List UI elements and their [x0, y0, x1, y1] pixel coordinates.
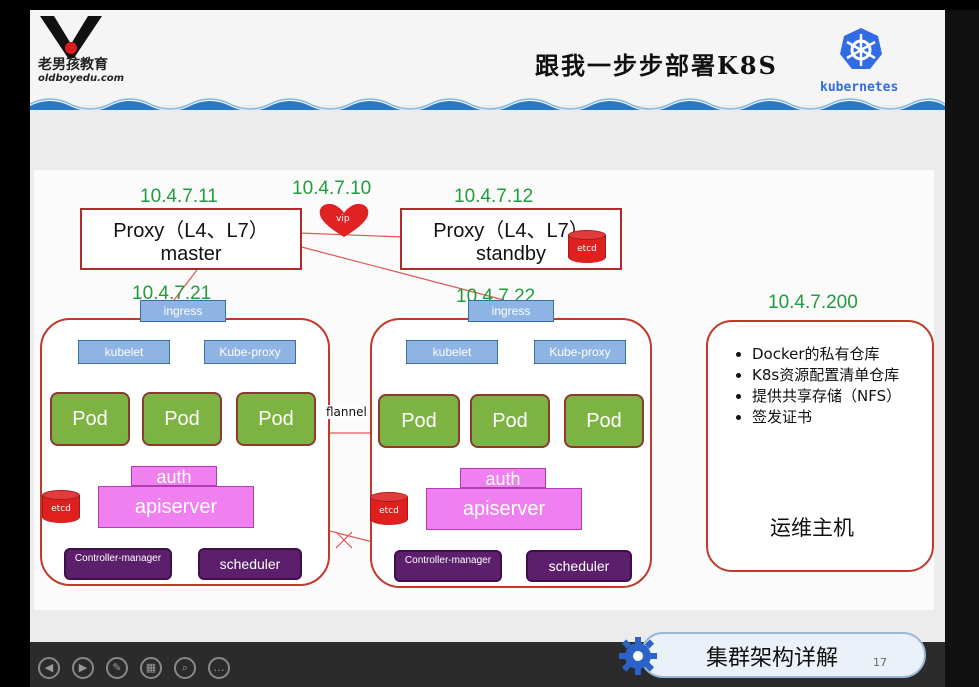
pen-tool-button[interactable]: ✎	[106, 657, 128, 679]
proxy-standby-role: standby	[475, 243, 547, 265]
proxy-standby-title: Proxy（L4、L7）	[433, 220, 589, 242]
node1-pod-3: Pod	[236, 392, 316, 446]
standby-etcd-icon: etcd	[568, 230, 606, 268]
node2-ingress: ingress	[468, 300, 554, 322]
logo-domain-text: oldboyedu.com	[38, 73, 125, 84]
ops-host-list: Docker的私有仓库 K8s资源配置清单仓库 提供共享存储（NFS） 签发证书	[738, 344, 932, 428]
node1-auth: auth	[131, 466, 217, 487]
right-black-edge	[945, 10, 979, 687]
node2-kubelet: kubelet	[406, 340, 498, 364]
pen-icon: ✎	[112, 661, 122, 674]
node1-apiserver: apiserver	[98, 486, 254, 528]
proxy-master-ip: 10.4.7.11	[140, 186, 218, 207]
ops-host-box: Docker的私有仓库 K8s资源配置清单仓库 提供共享存储（NFS） 签发证书…	[706, 320, 934, 572]
architecture-diagram: 10.4.7.11 10.4.7.10 10.4.7.12 vip Proxy（…	[34, 170, 934, 610]
node2-scheduler: scheduler	[526, 550, 632, 582]
ops-host-ip: 10.4.7.200	[768, 292, 858, 313]
kubernetes-wheel-icon	[840, 28, 882, 69]
node2-etcd-label: etcd	[370, 497, 408, 525]
arrow-right-icon: ▶	[78, 661, 88, 674]
node1-kube-proxy: Kube-proxy	[204, 340, 296, 364]
footer-banner	[640, 632, 926, 678]
node1-pod-2: Pod	[142, 392, 222, 446]
ops-item: 提供共享存储（NFS）	[752, 386, 932, 407]
flannel-label: flannel	[326, 405, 367, 419]
zoom-button[interactable]: ⌕	[174, 657, 196, 679]
node1-etcd-icon: etcd	[42, 490, 80, 528]
header-wave-divider	[30, 98, 945, 110]
proxy-master-role: master	[160, 243, 222, 265]
prev-slide-button[interactable]: ◀	[38, 657, 60, 679]
next-slide-button[interactable]: ▶	[72, 657, 94, 679]
ops-item: K8s资源配置清单仓库	[752, 365, 932, 386]
ops-host-title: 运维主机	[770, 516, 854, 540]
proxy-standby-box: Proxy（L4、L7） standby	[400, 208, 622, 270]
oldboy-logo-icon	[40, 16, 102, 58]
slide-title: 跟我一步步部署K8S	[535, 51, 778, 80]
node2-kube-proxy: Kube-proxy	[534, 340, 626, 364]
node1-kubelet: kubelet	[78, 340, 170, 364]
ellipsis-icon: …	[213, 661, 225, 674]
node2-apiserver: apiserver	[426, 488, 582, 530]
ops-item: Docker的私有仓库	[752, 344, 932, 365]
node2-pod-2: Pod	[470, 394, 550, 448]
slide: 老男孩教育 oldboyedu.com 跟我一步步部署K8S kubernete…	[30, 10, 945, 687]
node2-auth: auth	[460, 468, 546, 489]
node2-etcd-icon: etcd	[370, 492, 408, 530]
vip-ip: 10.4.7.10	[292, 178, 372, 199]
node1-ingress: ingress	[140, 300, 226, 322]
grid-icon: ▦	[145, 661, 157, 674]
kubernetes-label: kubernetes	[820, 80, 899, 95]
proxy-master-box: Proxy（L4、L7） master	[80, 208, 302, 270]
vip-label: vip	[336, 214, 350, 224]
slides-overview-button[interactable]: ▦	[140, 657, 162, 679]
node2-pod-1: Pod	[378, 394, 460, 448]
more-options-button[interactable]: …	[208, 657, 230, 679]
vip-heart-icon	[319, 203, 369, 237]
logo-chinese-text: 老男孩教育	[38, 57, 108, 73]
page-number: 17	[873, 656, 887, 669]
footer-title: 集群架构详解	[706, 646, 839, 671]
ops-item: 签发证书	[752, 407, 932, 428]
node2-pod-3: Pod	[564, 394, 644, 448]
node1-controller-manager: Controller-manager	[64, 548, 172, 580]
magnifier-icon: ⌕	[181, 661, 189, 674]
slide-header: 老男孩教育 oldboyedu.com 跟我一步步部署K8S kubernete…	[30, 10, 945, 110]
node2-controller-manager: Controller-manager	[394, 550, 502, 582]
node1-pod-1: Pod	[50, 392, 130, 446]
proxy-master-title: Proxy（L4、L7）	[113, 220, 269, 242]
node1-scheduler: scheduler	[198, 548, 302, 580]
gear-icon	[619, 637, 657, 675]
node1-ip: 10.4.7.21	[132, 283, 212, 304]
arrow-left-icon: ◀	[44, 661, 54, 674]
proxy-standby-ip: 10.4.7.12	[454, 186, 534, 207]
